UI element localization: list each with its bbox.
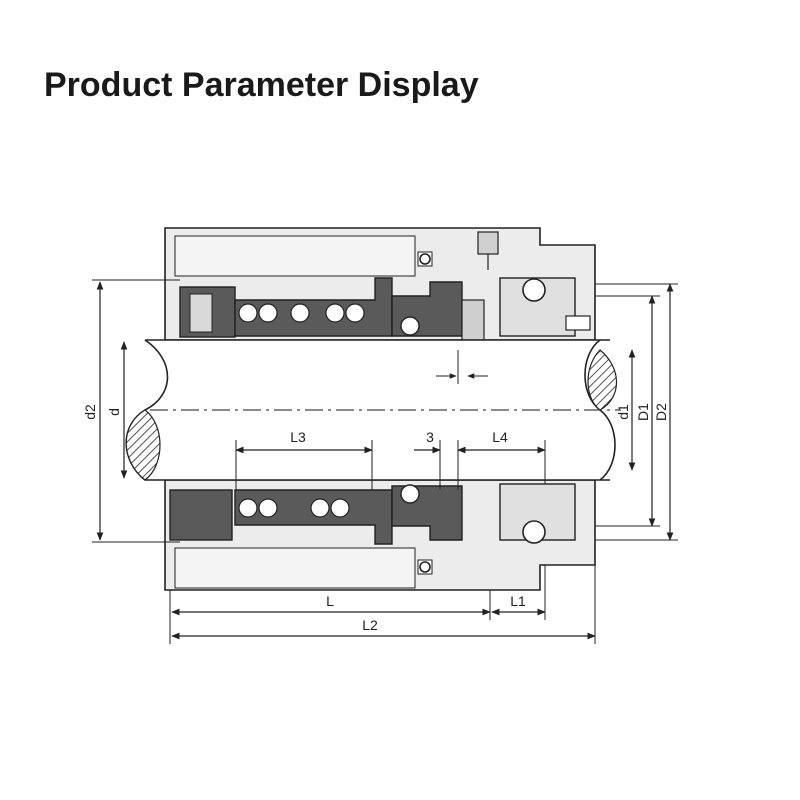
housing-oring-bottom — [419, 561, 431, 573]
label-L1: L1 — [510, 593, 526, 609]
rotating-unit-top — [179, 277, 485, 341]
shaft — [125, 339, 620, 481]
label-L3: L3 — [290, 429, 306, 445]
label-3: 3 — [426, 429, 434, 445]
label-L: L — [326, 593, 334, 609]
housing-oring-top — [419, 253, 431, 265]
label-d1: d1 — [615, 404, 631, 420]
label-D2: D2 — [653, 403, 669, 421]
label-d: d — [106, 408, 122, 416]
rotating-unit-bottom — [169, 484, 463, 545]
label-d2: d2 — [82, 404, 98, 420]
label-L2: L2 — [362, 617, 378, 633]
stationary-seat-bottom — [499, 483, 576, 544]
label-L4: L4 — [492, 429, 508, 445]
set-screw — [477, 231, 499, 270]
label-D1: D1 — [635, 403, 651, 421]
stationary-seat-top — [499, 277, 591, 337]
page-title: Product Parameter Display — [44, 66, 479, 104]
